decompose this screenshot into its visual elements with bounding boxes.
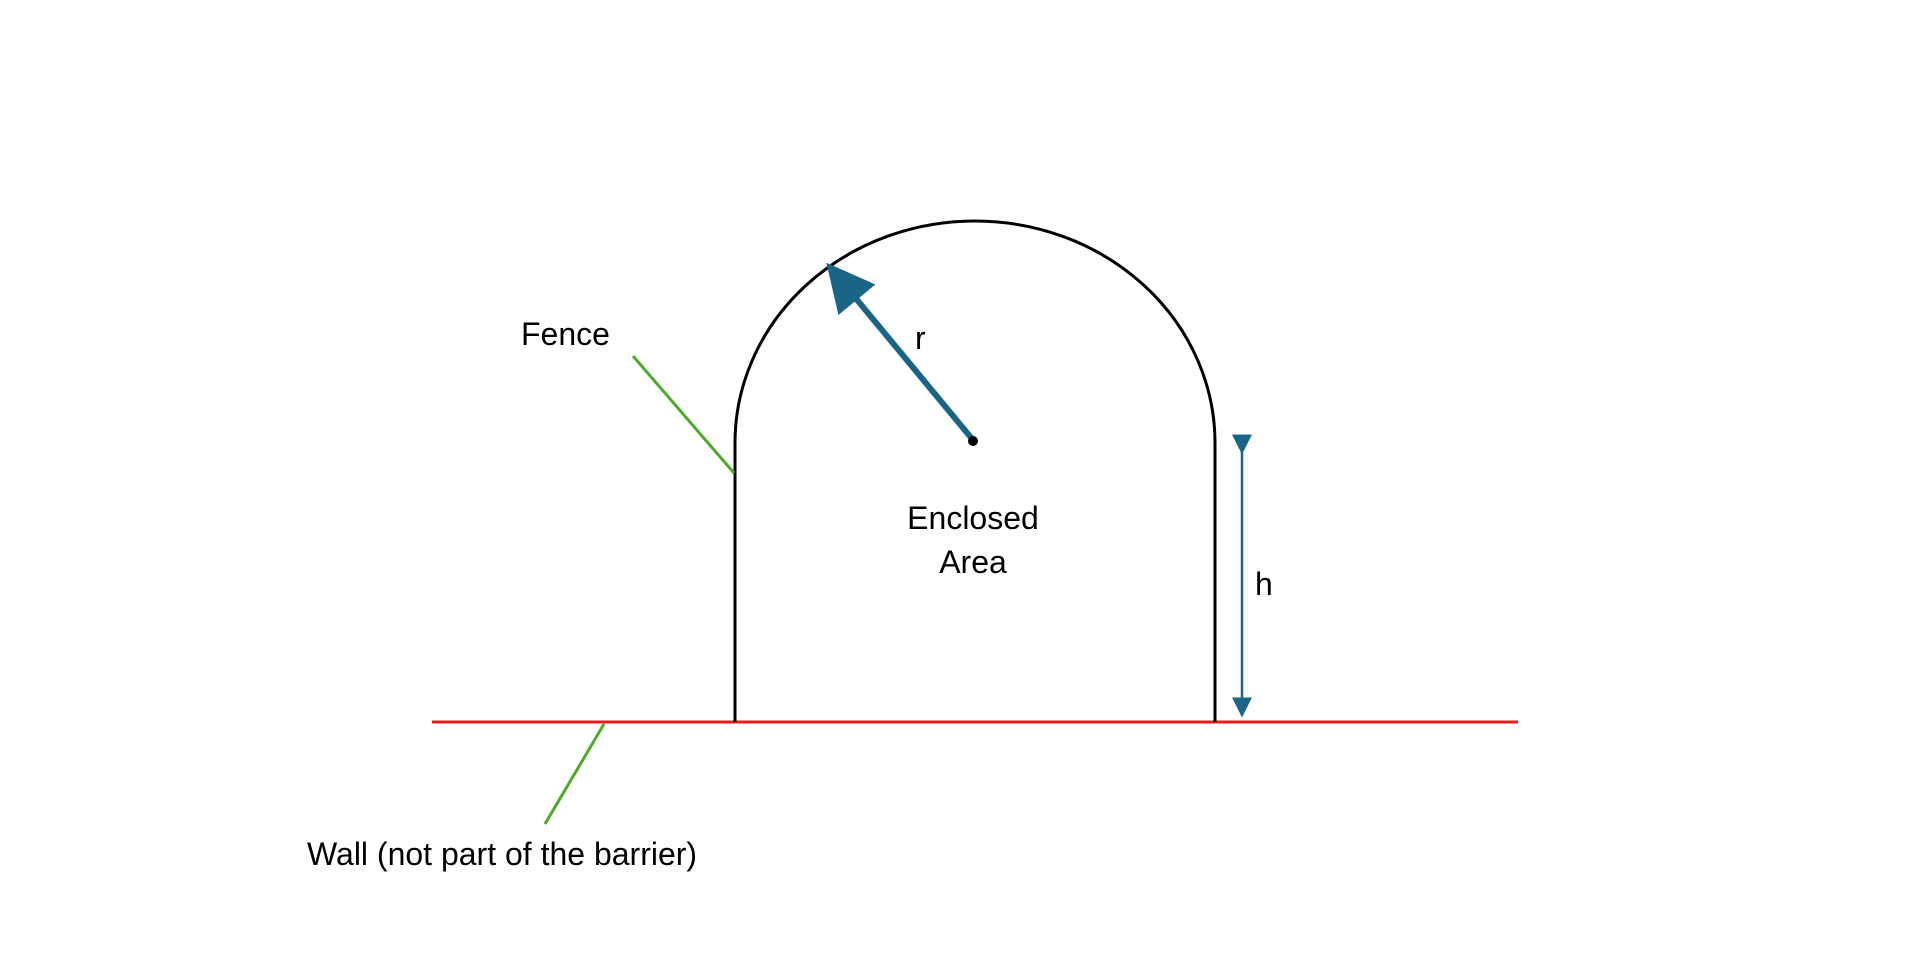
fence-leader-line [631,355,736,474]
radius-label: r [915,320,926,356]
height-label: h [1255,566,1273,602]
enclosed-area-label-line2: Area [939,544,1007,580]
center-dot-icon [968,436,978,446]
enclosed-area-label-line1: Enclosed [907,500,1039,536]
fence-label: Fence [521,316,610,352]
fence-outline [733,219,1217,722]
wall-leader-line [543,723,606,825]
radius-arrow-icon [826,262,976,442]
wall-label: Wall (not part of the barrier) [307,836,698,872]
